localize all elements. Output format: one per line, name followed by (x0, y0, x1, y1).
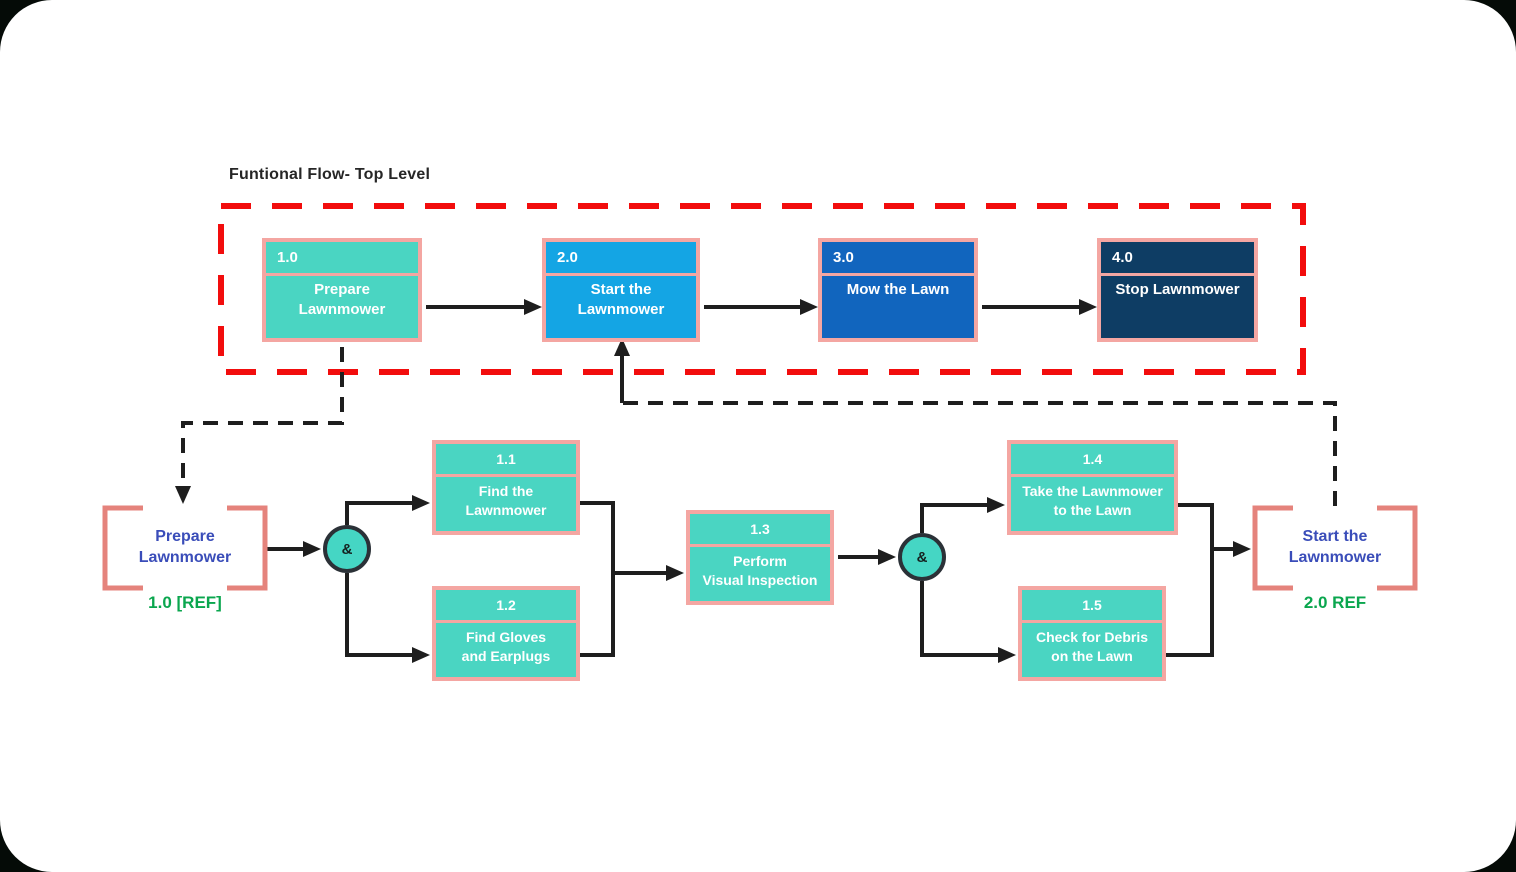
box-id-1-0: 1.0 (266, 242, 418, 276)
arrow-gate2-to-1.5 (920, 581, 1016, 663)
left-ref-bracket-right (227, 505, 268, 591)
process-box-3-0[interactable]: 3.0 Mow the Lawn (818, 238, 978, 342)
box-label-1-5: Check for Debris on the Lawn (1035, 629, 1149, 664)
box-id-1-5: 1.5 (1022, 590, 1162, 623)
ref-tag-1-0: 1.0 [REF] (148, 593, 222, 612)
process-box-1-2[interactable]: 1.2 Find Gloves and Earplugs (432, 586, 580, 681)
dashed-link-ref-to-2.0 (622, 401, 1337, 506)
box-label-1-3: Perform Visual Inspection (702, 553, 818, 588)
box-id-4-0: 4.0 (1101, 242, 1254, 276)
box-label-1-1: Find the Lawnmower (465, 483, 547, 518)
arrow-gate1-to-1.1 (345, 495, 430, 525)
arrow-gate1-to-1.2 (345, 573, 430, 663)
box-id-1-2: 1.2 (436, 590, 576, 623)
box-id-1-4: 1.4 (1011, 444, 1174, 477)
process-box-1-5[interactable]: 1.5 Check for Debris on the Lawn (1018, 586, 1166, 681)
box-label-4-0: Stop Lawnmower (1115, 281, 1240, 298)
ref-tag-2-0: 2.0 REF (1303, 593, 1367, 612)
box-label-3-0: Mow the Lawn (846, 281, 950, 298)
ref-box-start-lawnmower[interactable]: Start the Lawnmower (1288, 528, 1382, 566)
dashed-link-1.0-to-ref (175, 347, 344, 504)
box-label-1-4: Take the Lawnmower to the Lawn (1022, 483, 1163, 518)
box-id-1-3: 1.3 (690, 514, 830, 547)
right-ref-bracket-right (1377, 505, 1418, 591)
merge-1.1-1.2 (580, 501, 615, 657)
and-gate-2[interactable]: & (898, 533, 946, 581)
top-level-boundary (218, 203, 1306, 375)
process-box-1-3[interactable]: 1.3 Perform Visual Inspection (686, 510, 834, 605)
process-box-2-0[interactable]: 2.0 Start the Lawnmower (542, 238, 700, 342)
diagram-title: Funtional Flow- Top Level (229, 166, 431, 183)
process-box-1-4[interactable]: 1.4 Take the Lawnmower to the Lawn (1007, 440, 1178, 535)
box-id-3-0: 3.0 (822, 242, 974, 276)
arrow-gate2-to-1.4 (920, 497, 1005, 533)
process-box-1-0[interactable]: 1.0 Prepare Lawnmower (262, 238, 422, 342)
box-id-1-1: 1.1 (436, 444, 576, 477)
process-box-4-0[interactable]: 4.0 Stop Lawnmower (1097, 238, 1258, 342)
merge-1.4-1.5 (1166, 503, 1214, 657)
right-ref-bracket-left (1252, 505, 1293, 591)
and-gate-1-symbol: & (341, 540, 353, 558)
box-label-2-0: Start the Lawnmower (577, 281, 665, 318)
and-gate-1[interactable]: & (323, 525, 371, 573)
box-label-1-0: Prepare Lawnmower (298, 281, 386, 318)
left-ref-bracket-left (102, 505, 143, 591)
box-id-2-0: 2.0 (546, 242, 696, 276)
and-gate-2-symbol: & (916, 548, 928, 566)
ref-box-prepare-lawnmower[interactable]: Prepare Lawnmower (138, 528, 232, 566)
box-label-1-2: Find Gloves and Earplugs (461, 629, 551, 664)
process-box-1-1[interactable]: 1.1 Find the Lawnmower (432, 440, 580, 535)
